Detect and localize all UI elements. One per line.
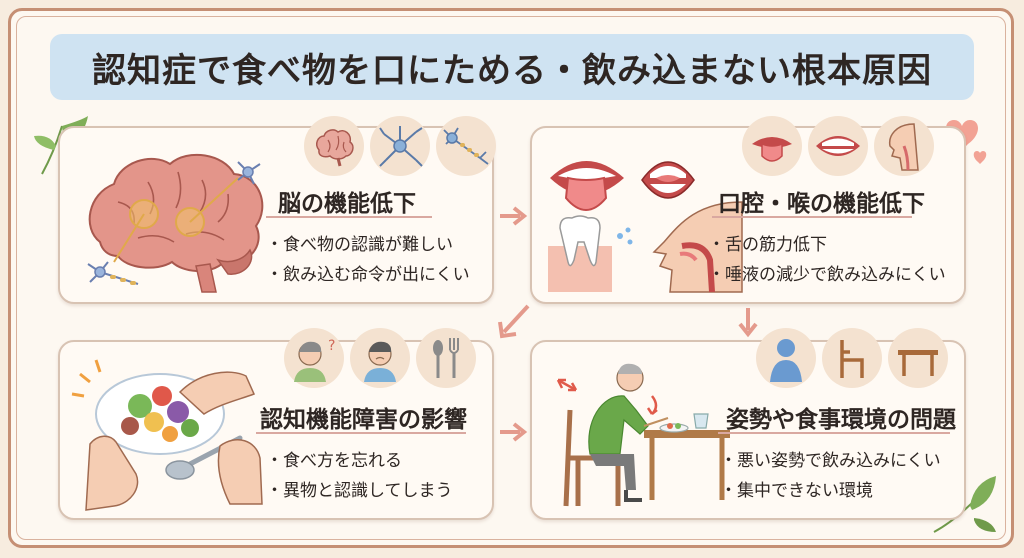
tongue-icon (742, 116, 802, 176)
panel-brain: 脳の機能低下 ・食べ物の認識が難しい ・飲み込む命令が出にくい (58, 116, 496, 304)
panel-title: 脳の機能低下 (278, 191, 416, 217)
inner-frame (16, 16, 1006, 540)
throat-icon (874, 116, 934, 176)
mouth-throat-illustration (548, 161, 743, 293)
bullet-item: ・唾液の減少で飲み込みにくい (708, 265, 946, 285)
panel-title: 認知機能障害の影響 (260, 407, 467, 433)
panel-title: 姿勢や食事環境の問題 (726, 407, 956, 433)
svg-text:?: ? (328, 338, 335, 354)
panel-posture: 姿勢や食事環境の問題 ・悪い姿勢で飲み込みにくい ・集中できない環境 (530, 328, 966, 520)
panel-title: 口腔・喉の機能低下 (718, 191, 925, 217)
bullet-item: ・異物と認識してしまう (266, 481, 453, 501)
arrow-right-icon (500, 422, 528, 442)
title-divider (256, 432, 466, 434)
bullet-item: ・食べ物の認識が難しい (266, 235, 453, 255)
arrow-right-icon (500, 206, 528, 226)
bullet-item: ・集中できない環境 (720, 481, 873, 501)
arrow-down-left-icon (498, 304, 530, 339)
bullet-item: ・悪い姿勢で飲み込みにくい (720, 451, 941, 471)
table-icon (888, 328, 948, 388)
person-icon (756, 328, 816, 388)
title-divider (718, 432, 950, 434)
panel-cognitive: ? 認知機能障害の影響 ・食べ方を忘れる ・異物と認識してしまう (58, 328, 494, 520)
hands-food-illustration (71, 359, 263, 511)
panel-mouth: 口腔・喉の機能低下 ・舌の筋力低下 ・唾液の減少で飲み込みにくい (530, 116, 966, 304)
title-divider (266, 216, 432, 218)
bullet-item: ・舌の筋力低下 (708, 235, 827, 255)
fork-spoon-icon (416, 328, 476, 388)
neuron-chain-icon (436, 116, 496, 176)
elderly-eating-illustration (556, 363, 730, 507)
title-banner: 認知症で食べ物を口にためる・飲み込まない根本原因 (50, 34, 974, 100)
confused-person-icon: ? (284, 328, 344, 388)
bullet-item: ・食べ方を忘れる (266, 451, 402, 471)
neuron-icon (370, 116, 430, 176)
page-title: 認知症で食べ物を口にためる・飲み込まない根本原因 (92, 50, 932, 91)
open-mouth-icon (808, 116, 868, 176)
bullet-item: ・飲み込む命令が出にくい (266, 265, 470, 285)
arrow-down-icon (738, 308, 758, 338)
chair-icon (822, 328, 882, 388)
sad-person-icon (350, 328, 410, 388)
title-divider (712, 216, 912, 218)
brain-illustration (87, 153, 264, 293)
brain-icon (304, 116, 364, 176)
